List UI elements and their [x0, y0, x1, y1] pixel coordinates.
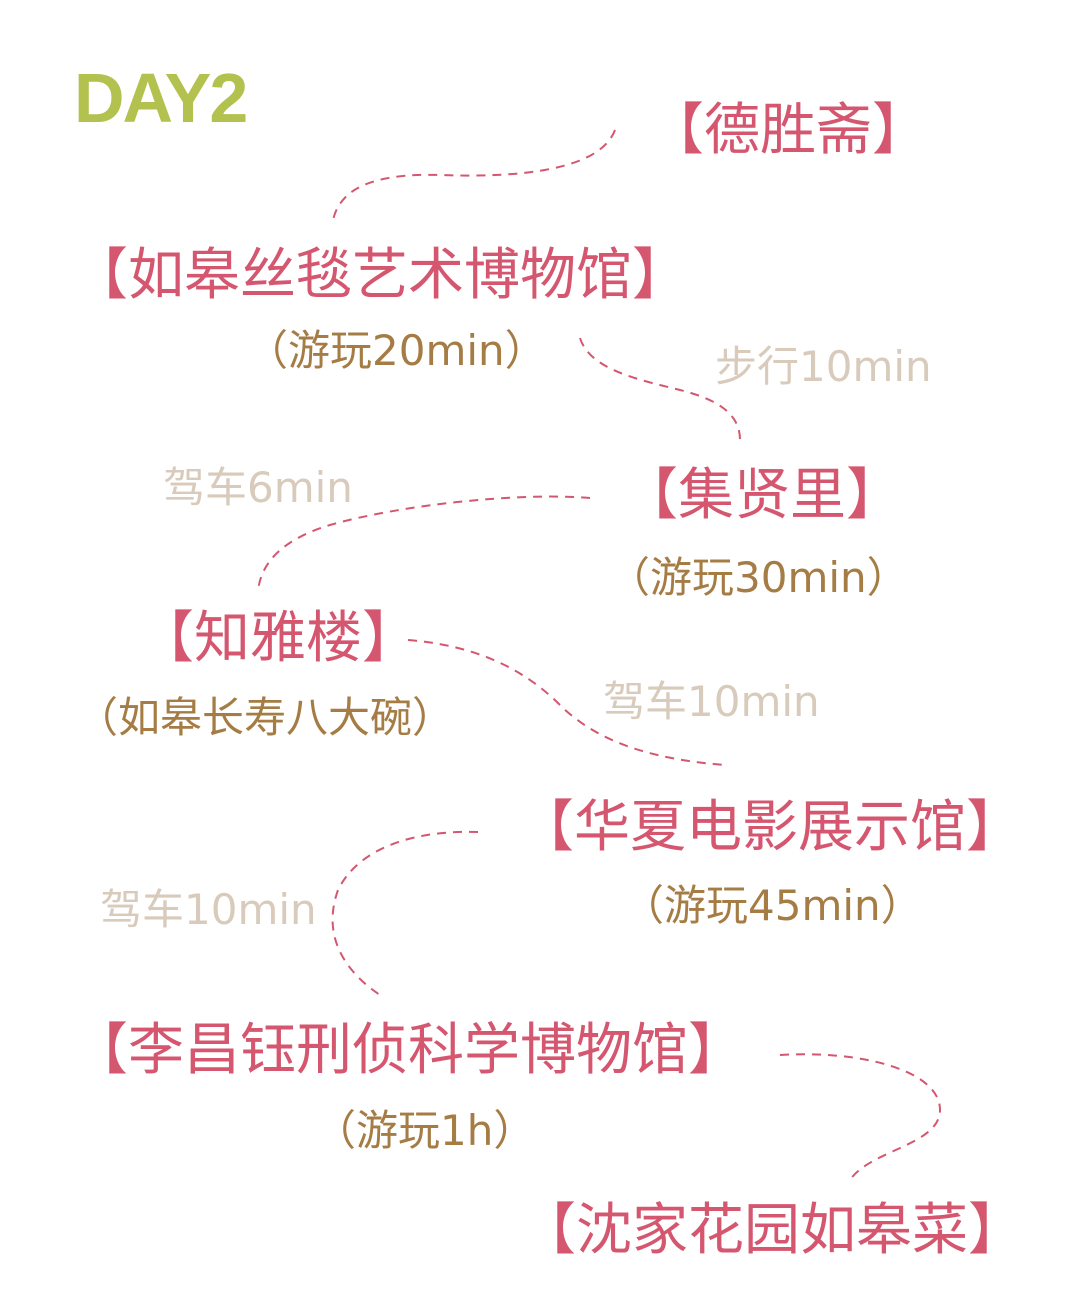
stop-name: 【沈家花园如皋菜】: [520, 1198, 1024, 1263]
stop-duration: （游玩1h）: [314, 1106, 536, 1155]
route-segment: [779, 1053, 942, 1181]
stop-name: 【德胜斋】: [648, 98, 928, 163]
transport-label: 驾车10min: [100, 885, 317, 934]
route-segment: [331, 830, 479, 996]
stop-duration: （游玩30min）: [608, 553, 909, 602]
stop-name: 【李昌钰刑侦科学博物馆】: [72, 1018, 744, 1083]
stop-duration: （游玩45min）: [622, 881, 923, 930]
transport-label: 驾车6min: [163, 463, 353, 512]
route-segment: [407, 639, 726, 766]
transport-label: 步行10min: [715, 342, 932, 391]
stop-name: 【如皋丝毯艺术博物馆】: [72, 243, 688, 308]
stop-name: 【华夏电影展示馆】: [518, 795, 1022, 860]
stop-name: 【集贤里】: [622, 463, 902, 528]
route-segment: [579, 337, 741, 441]
route-segment: [332, 129, 616, 221]
day-heading: DAY2: [74, 59, 248, 137]
stop-name: 【知雅楼】: [138, 606, 418, 671]
transport-label: 驾车10min: [603, 677, 820, 726]
stop-duration: （如皋长寿八大碗）: [76, 693, 455, 742]
stop-duration: （游玩20min）: [246, 326, 547, 375]
